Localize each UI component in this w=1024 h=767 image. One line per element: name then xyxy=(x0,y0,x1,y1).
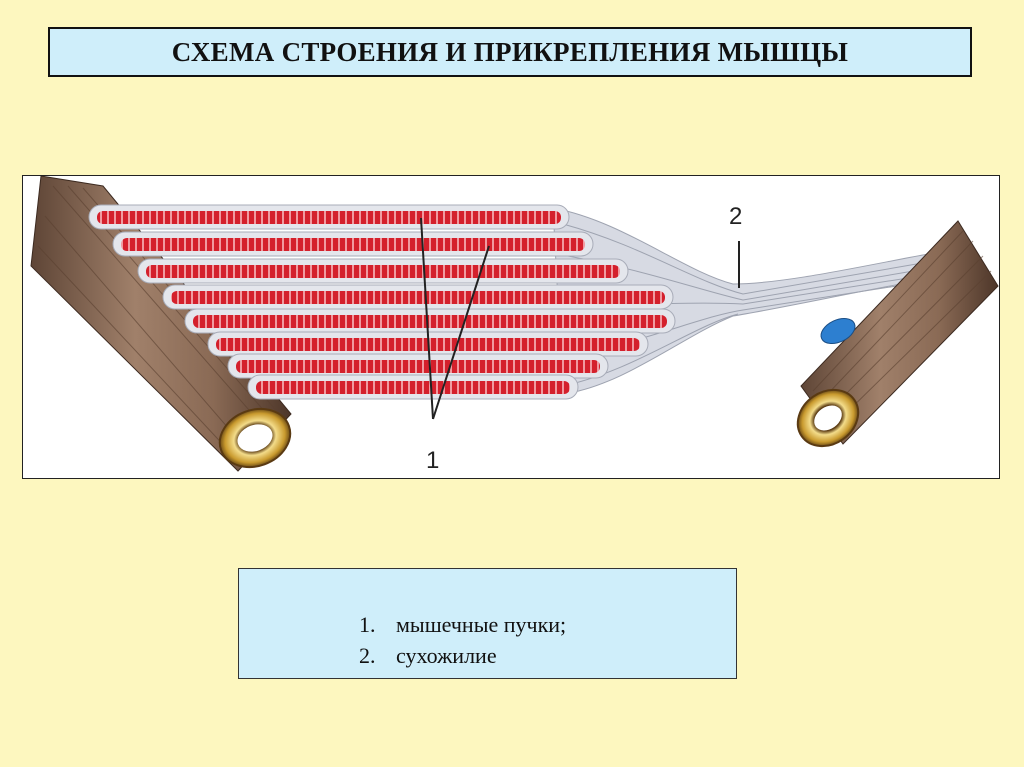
muscle-illustration: 1 2 xyxy=(30,176,999,474)
title-box: СХЕМА СТРОЕНИЯ И ПРИКРЕПЛЕНИЯ МЫШЦЫ xyxy=(48,27,972,77)
muscle-bundle-1 xyxy=(88,204,570,230)
legend-item: 2. сухожилие xyxy=(359,640,566,671)
page-title: СХЕМА СТРОЕНИЯ И ПРИКРЕПЛЕНИЯ МЫШЦЫ xyxy=(171,36,849,67)
legend-item-text: мышечные пучки; xyxy=(396,612,567,637)
muscle-bundle-8 xyxy=(247,374,579,400)
muscle-bundles xyxy=(88,204,676,400)
muscle-bundle-5 xyxy=(184,308,676,334)
legend-box: 1. мышечные пучки; 2. сухожилие xyxy=(238,568,737,679)
callout-1-lines xyxy=(420,217,490,420)
right-bone xyxy=(796,220,999,448)
blue-node xyxy=(820,317,856,345)
muscle-bundle-4 xyxy=(162,284,674,310)
muscle-bundle-2 xyxy=(112,231,594,257)
legend-item-number: 2. xyxy=(359,643,376,668)
legend-item-number: 1. xyxy=(359,612,376,637)
callout-1-label: 1 xyxy=(426,447,439,474)
left-bone xyxy=(30,176,292,472)
muscle-diagram: 1 2 xyxy=(22,175,1000,479)
legend-item-text: сухожилие xyxy=(396,643,497,668)
callout-2-label: 2 xyxy=(729,203,742,230)
muscle-bundle-7 xyxy=(227,353,609,379)
muscle-bundle-3 xyxy=(137,258,629,284)
legend-list: 1. мышечные пучки; 2. сухожилие xyxy=(359,609,566,671)
legend-item: 1. мышечные пучки; xyxy=(359,609,566,640)
